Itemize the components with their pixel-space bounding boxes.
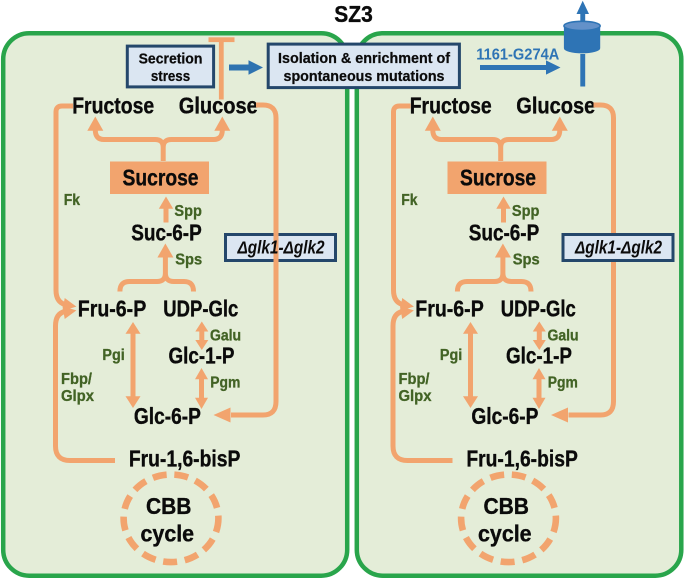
svg-text:Pgm: Pgm: [548, 375, 578, 392]
svg-text:stress: stress: [151, 68, 190, 85]
svg-text:Galu: Galu: [548, 328, 579, 345]
svg-text:SZ3: SZ3: [334, 1, 373, 27]
svg-text:Glucose: Glucose: [516, 92, 595, 118]
svg-text:cycle: cycle: [141, 521, 195, 547]
svg-text:Fbp/: Fbp/: [61, 371, 93, 388]
svg-text:Fructose: Fructose: [410, 92, 492, 118]
svg-text:cycle: cycle: [478, 521, 532, 547]
svg-text:Secretion: Secretion: [139, 50, 203, 67]
svg-text:Glc-6-P: Glc-6-P: [471, 403, 538, 429]
svg-text:Sucrose: Sucrose: [123, 165, 199, 191]
svg-text:UDP-Glc: UDP-Glc: [163, 296, 238, 322]
svg-text:Glucose: Glucose: [179, 92, 258, 118]
svg-text:Fru-1,6-bisP: Fru-1,6-bisP: [466, 446, 577, 472]
svg-text:Spp: Spp: [174, 203, 202, 220]
svg-text:Fru-6-P: Fru-6-P: [415, 296, 484, 322]
svg-text:Spp: Spp: [512, 203, 540, 220]
svg-text:Fru-6-P: Fru-6-P: [78, 296, 147, 322]
svg-text:Fk: Fk: [401, 192, 418, 209]
svg-text:Δglk1-Δglk2: Δglk1-Δglk2: [237, 238, 325, 258]
svg-text:1161-G274A: 1161-G274A: [476, 47, 559, 64]
svg-text:Glc-6-P: Glc-6-P: [134, 403, 201, 429]
svg-text:Glpx: Glpx: [399, 388, 432, 405]
svg-text:Galu: Galu: [210, 328, 241, 345]
svg-text:Sucrose: Sucrose: [460, 165, 536, 191]
svg-text:Glc-1-P: Glc-1-P: [506, 343, 572, 369]
svg-text:Fbp/: Fbp/: [399, 371, 431, 388]
svg-text:Isolation & enrichment of: Isolation & enrichment of: [278, 50, 451, 67]
svg-text:Glc-1-P: Glc-1-P: [169, 343, 235, 369]
svg-text:UDP-Glc: UDP-Glc: [501, 296, 576, 322]
svg-text:Fk: Fk: [64, 192, 81, 209]
svg-text:Pgm: Pgm: [210, 375, 240, 392]
svg-text:Fru-1,6-bisP: Fru-1,6-bisP: [129, 446, 241, 472]
svg-text:Suc-6-P: Suc-6-P: [131, 220, 202, 246]
svg-text:Sps: Sps: [175, 252, 202, 269]
svg-text:CBB: CBB: [483, 493, 529, 519]
svg-text:Δglk1-Δglk2: Δglk1-Δglk2: [574, 238, 662, 258]
svg-text:Glpx: Glpx: [61, 388, 94, 405]
svg-text:Fructose: Fructose: [72, 92, 154, 118]
svg-text:Sps: Sps: [513, 252, 540, 269]
svg-text:CBB: CBB: [146, 493, 192, 519]
svg-text:spontaneous mutations: spontaneous mutations: [284, 68, 445, 85]
svg-text:Suc-6-P: Suc-6-P: [469, 220, 540, 246]
svg-text:Pgi: Pgi: [102, 347, 124, 364]
svg-text:Pgi: Pgi: [440, 347, 462, 364]
